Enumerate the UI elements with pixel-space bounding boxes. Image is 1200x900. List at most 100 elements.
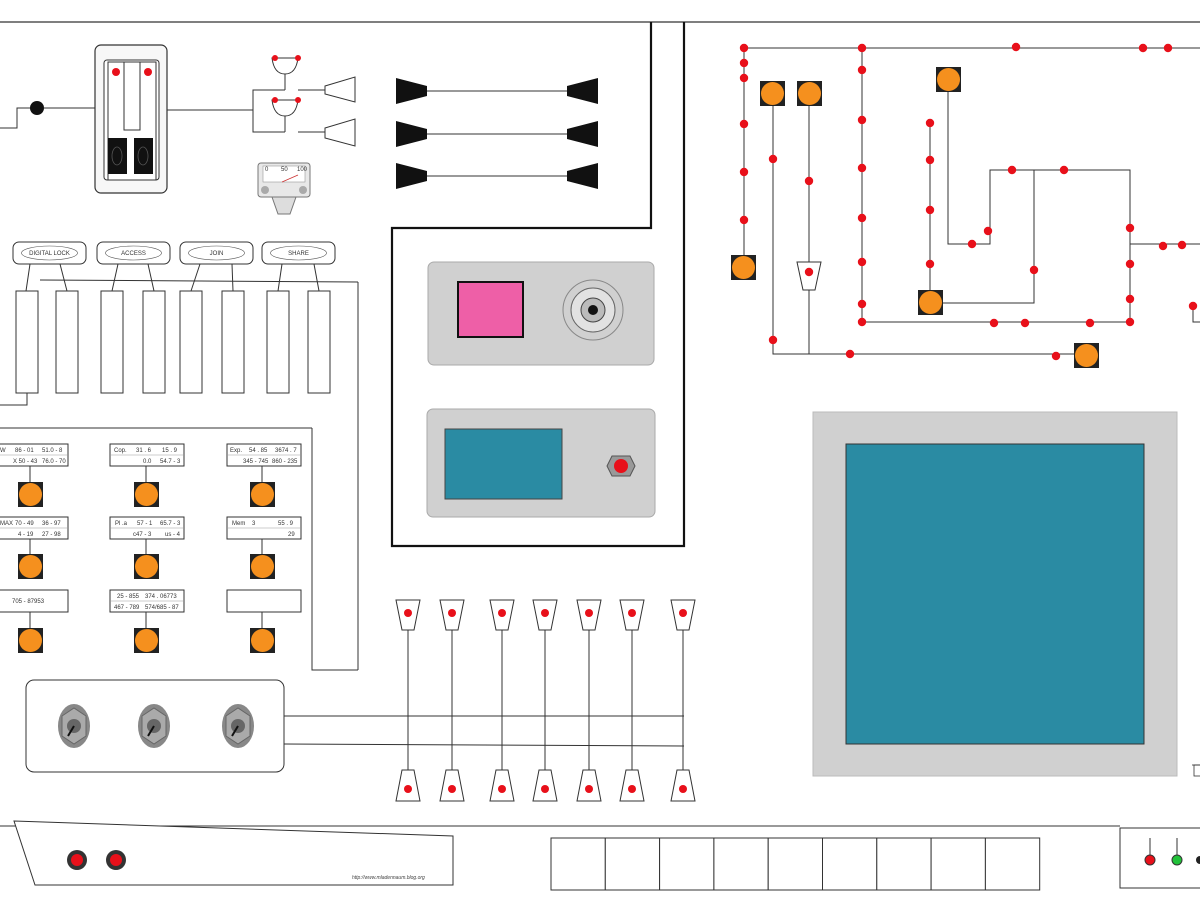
join-button[interactable]: JOIN	[179, 241, 254, 265]
orange-node[interactable]	[1074, 343, 1099, 368]
junction-dot	[1138, 43, 1148, 53]
svg-text:86 - 01: 86 - 01	[15, 448, 34, 454]
access-button-row: DIGITAL LOCK ACCESS JOIN SHARE	[0, 241, 359, 671]
orange-node[interactable]	[134, 482, 159, 507]
rotary-knob[interactable]	[222, 704, 254, 748]
column-slot	[307, 290, 331, 394]
switch-port-right	[134, 138, 153, 174]
svg-text:55 . 9: 55 . 9	[278, 521, 294, 527]
orange-node[interactable]	[250, 554, 275, 579]
junction-dot	[804, 267, 814, 277]
keypad-cell[interactable]	[713, 837, 769, 891]
main-screen	[845, 443, 1145, 745]
share-button[interactable]: SHARE	[261, 241, 336, 265]
terminal-plug[interactable]	[670, 599, 696, 631]
access-button[interactable]: ACCESS	[96, 241, 171, 265]
orange-node[interactable]	[134, 554, 159, 579]
keypad-cell[interactable]	[822, 837, 878, 891]
orange-node[interactable]	[250, 628, 275, 653]
svg-text:54.7 - 3: 54.7 - 3	[160, 459, 181, 465]
keypad-cell[interactable]	[659, 837, 715, 891]
terminal-plug[interactable]	[576, 769, 602, 802]
dial-knob[interactable]	[562, 279, 624, 341]
relay-connectors	[252, 55, 356, 147]
junction-dot	[1125, 223, 1135, 233]
junction-dot	[925, 155, 935, 165]
svg-text:3674 . 7: 3674 . 7	[275, 448, 297, 454]
junction-dot	[925, 205, 935, 215]
junction-dot	[739, 43, 749, 53]
orange-node[interactable]	[18, 628, 43, 653]
blue-display-panel	[426, 408, 656, 518]
terminal-plug[interactable]	[439, 599, 465, 631]
junction-dot	[857, 257, 867, 267]
junction-dot	[983, 226, 993, 236]
orange-node[interactable]	[18, 482, 43, 507]
junction-dot	[1158, 241, 1168, 251]
terminal-plug[interactable]	[439, 769, 465, 802]
svg-text:27 - 98: 27 - 98	[42, 532, 61, 538]
keypad-cell[interactable]	[930, 837, 986, 891]
terminal-plug[interactable]	[532, 599, 558, 631]
svg-text:54 . 85: 54 . 85	[249, 448, 268, 454]
rotary-knob[interactable]	[58, 704, 90, 748]
junction-dot	[857, 115, 867, 125]
junction-dot	[1188, 301, 1198, 311]
junction-dot	[1125, 259, 1135, 269]
keypad-cell[interactable]	[604, 837, 661, 891]
terminal-plug[interactable]	[395, 769, 421, 802]
data-card: Exp. 54 . 85 3674 . 7 345 - 745 860 - 23…	[226, 443, 302, 467]
gauge-tick-0: 0	[265, 167, 269, 173]
orange-node[interactable]	[760, 81, 785, 106]
trash-icon[interactable]	[1192, 764, 1200, 777]
circuit-network	[731, 42, 1200, 368]
junction-dot	[1007, 165, 1017, 175]
orange-node[interactable]	[134, 628, 159, 653]
svg-text:us - 4: us - 4	[165, 532, 181, 538]
red-push-button[interactable]	[606, 455, 636, 477]
orange-node[interactable]	[250, 482, 275, 507]
data-card: Cop. 31 . 6 15 . 9 0.0 54.7 - 3	[109, 443, 185, 467]
terminal-plug[interactable]	[576, 599, 602, 631]
pink-display-panel	[427, 261, 655, 366]
data-card: 25 - 855 374 . 06773 467 - 789 574/685 -…	[109, 589, 185, 613]
svg-text:4 - 19: 4 - 19	[18, 532, 34, 538]
rotary-knob[interactable]	[138, 704, 170, 748]
column-slot	[142, 290, 166, 394]
terminal-array	[395, 599, 696, 802]
keypad-cell[interactable]	[984, 837, 1041, 891]
terminal-plug[interactable]	[619, 599, 645, 631]
terminal-plug[interactable]	[395, 599, 421, 631]
digital-lock-button[interactable]: DIGITAL LOCK	[12, 241, 87, 265]
terminal-plug[interactable]	[619, 769, 645, 802]
cable-set-top	[396, 78, 598, 189]
orange-node[interactable]	[731, 255, 756, 280]
keypad-cell[interactable]	[876, 837, 932, 891]
junction-dot	[1125, 294, 1135, 304]
digital-lock-label: DIGITAL LOCK	[29, 251, 70, 257]
orange-node[interactable]	[936, 67, 961, 92]
junction-dot	[925, 118, 935, 128]
svg-text:29: 29	[288, 532, 295, 538]
svg-text:467 - 789: 467 - 789	[114, 605, 140, 611]
terminal-plug[interactable]	[489, 769, 515, 802]
main-display	[812, 411, 1178, 777]
orange-node[interactable]	[797, 81, 822, 106]
keypad-strip	[550, 837, 1041, 891]
orange-node[interactable]	[918, 290, 943, 315]
junction-dot	[857, 299, 867, 309]
terminal-plug[interactable]	[532, 769, 558, 802]
keypad-cell[interactable]	[550, 837, 606, 891]
keypad-cell[interactable]	[767, 837, 824, 891]
svg-text:76.0 - 70: 76.0 - 70	[42, 459, 66, 465]
junction-dot	[1177, 240, 1187, 250]
control-bay-outline	[390, 22, 686, 548]
terminal-plug[interactable]	[670, 769, 696, 802]
terminal-plug[interactable]	[489, 599, 515, 631]
join-label: JOIN	[210, 251, 224, 257]
orange-node[interactable]	[18, 554, 43, 579]
svg-text:51.0 - 8: 51.0 - 8	[42, 448, 63, 454]
junction-dot	[739, 73, 749, 83]
svg-text:345 - 745: 345 - 745	[243, 459, 269, 465]
